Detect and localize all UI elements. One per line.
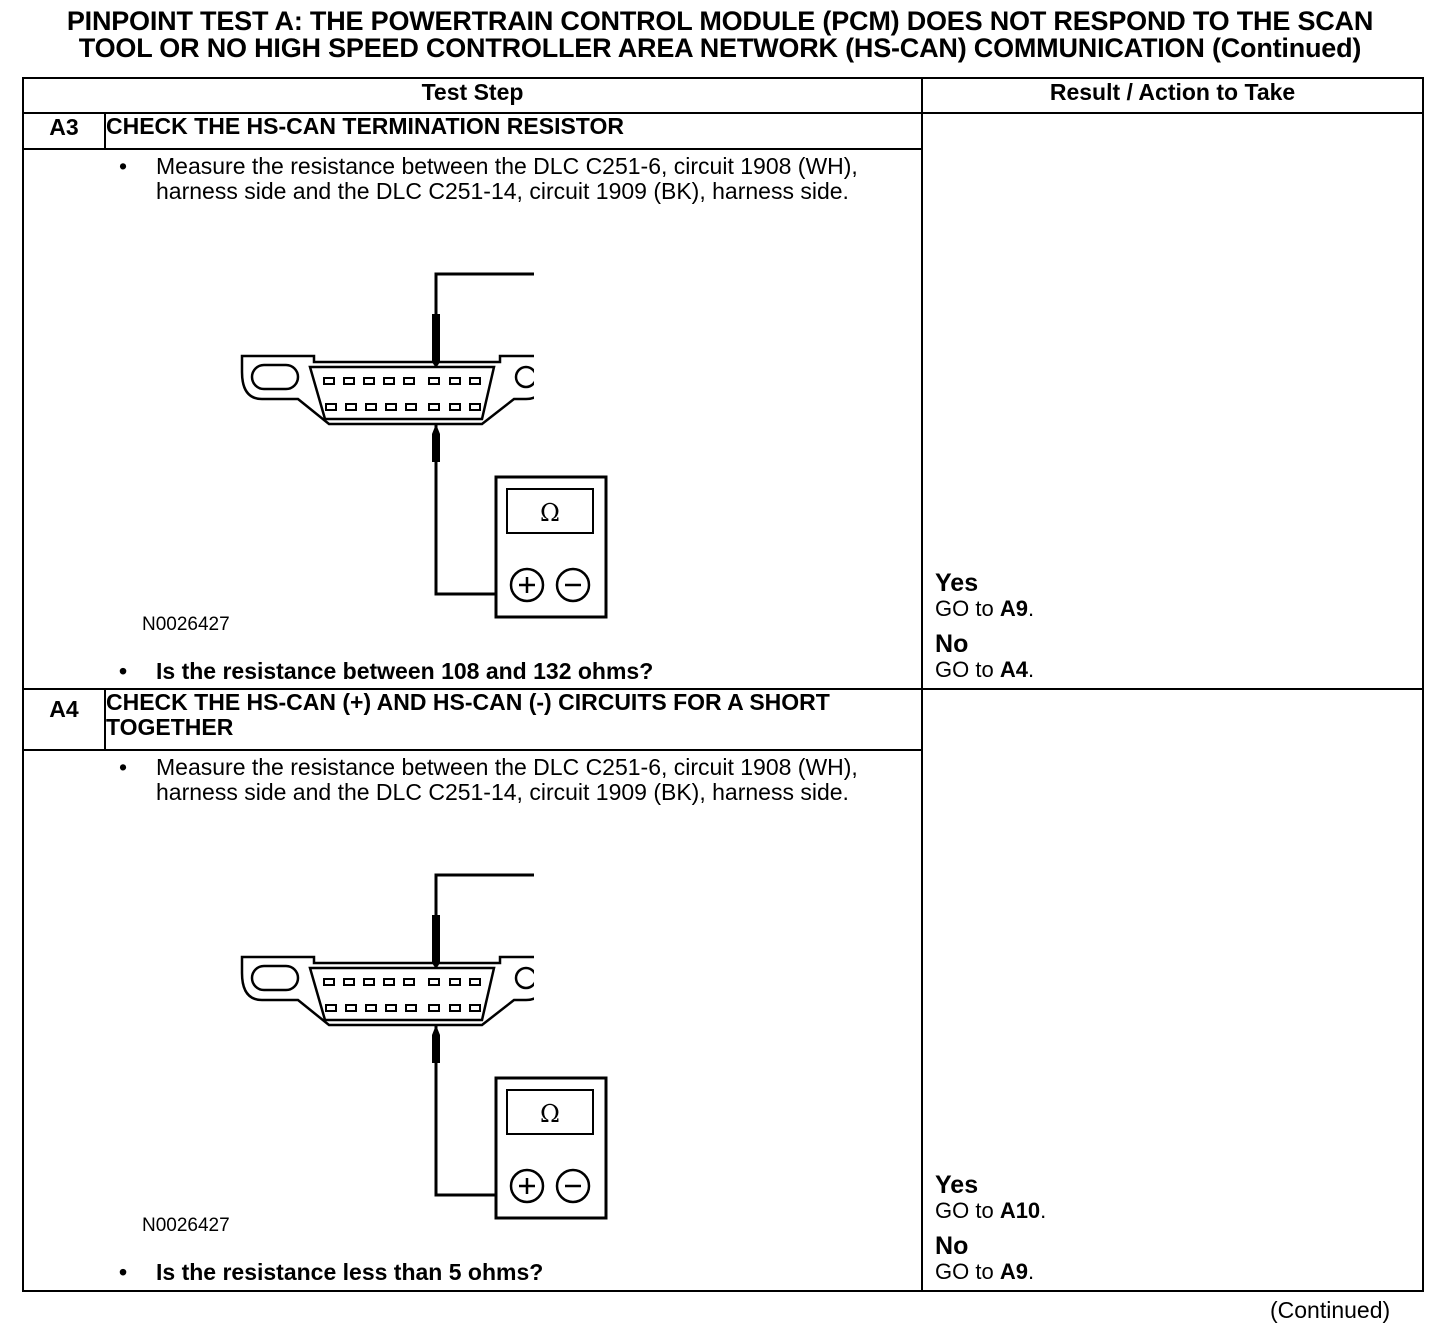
pinpoint-test-table: Test Step Result / Action to Take A3 CHE… [21, 77, 1425, 1292]
no-target-link[interactable]: A4 [999, 657, 1028, 682]
step-a3-heading-row: A3 CHECK THE HS-CAN TERMINATION RESISTOR… [22, 112, 1425, 690]
go-to-text: GO to [935, 1198, 1000, 1223]
title-line-1: PINPOINT TEST A: THE POWERTRAIN CONTROL … [66, 6, 1374, 36]
result-yes: Yes GO to A10. [935, 1172, 1046, 1223]
instruction-text: Measure the resistance between the DLC C… [156, 754, 858, 805]
instruction: •Measure the resistance between the DLC … [119, 153, 858, 204]
step-id: A4 [22, 688, 106, 751]
header-test-step: Test Step [21, 77, 924, 114]
yes-label: Yes [935, 1171, 979, 1199]
go-to-text: GO to [935, 596, 1000, 621]
dlc-ohmmeter-diagram [240, 272, 534, 596]
no-label: No [935, 1232, 969, 1260]
step-a4-body: •Measure the resistance between the DLC … [21, 749, 924, 1292]
question-text: Is the resistance less than 5 ohms? [156, 1259, 544, 1285]
dlc-ohmmeter-diagram [240, 873, 534, 1197]
question: •Is the resistance less than 5 ohms? [119, 1259, 544, 1285]
result-no: No GO to A9. [935, 1233, 1034, 1284]
step-heading: CHECK THE HS-CAN (+) AND HS-CAN (-) CIRC… [103, 688, 924, 751]
continued-note: (Continued) [1270, 1297, 1391, 1323]
go-to-text: GO to [935, 657, 1000, 682]
yes-target-link[interactable]: A10 [999, 1198, 1041, 1223]
no-target-link[interactable]: A9 [999, 1259, 1028, 1284]
ohmmeter-icon: Ω [494, 475, 608, 619]
yes-target-link[interactable]: A9 [999, 596, 1028, 621]
step-a3-body: •Measure the resistance between the DLC … [21, 148, 924, 690]
question: •Is the resistance between 108 and 132 o… [119, 658, 654, 684]
period: . [1027, 1259, 1035, 1284]
step-a3-body-row: •Measure the resistance between the DLC … [21, 148, 1423, 690]
result-no: No GO to A4. [935, 631, 1034, 682]
meter-symbol: Ω [540, 1100, 560, 1128]
step-a3-result: Yes GO to A9. No GO to A4. [921, 112, 1425, 690]
instruction-text: Measure the resistance between the DLC C… [156, 153, 858, 204]
yes-label: Yes [935, 569, 979, 597]
period: . [1027, 596, 1035, 621]
page-title: PINPOINT TEST A: THE POWERTRAIN CONTROL … [0, 8, 1440, 62]
figure-id: N0026427 [142, 614, 230, 635]
header-result: Result / Action to Take [921, 77, 1425, 114]
step-heading: CHECK THE HS-CAN TERMINATION RESISTOR [103, 112, 924, 150]
figure-id: N0026427 [142, 1215, 230, 1236]
ohmmeter-icon: Ω [494, 1076, 608, 1220]
step-a4-heading-row: A4 CHECK THE HS-CAN (+) AND HS-CAN (-) C… [22, 688, 1425, 1292]
instruction: •Measure the resistance between the DLC … [119, 754, 858, 805]
go-to-text: GO to [935, 1259, 1000, 1284]
meter-symbol: Ω [540, 499, 560, 527]
result-yes: Yes GO to A9. [935, 570, 1034, 621]
step-id: A3 [22, 112, 106, 150]
table-header-row: Test Step Result / Action to Take [21, 77, 1425, 114]
step-a4-body-row: •Measure the resistance between the DLC … [21, 749, 1423, 1292]
period: . [1027, 657, 1035, 682]
step-a4-result: Yes GO to A10. No GO to A9. [921, 688, 1425, 1292]
period: . [1040, 1198, 1047, 1223]
title-line-2: TOOL OR NO HIGH SPEED CONTROLLER AREA NE… [78, 33, 1362, 63]
no-label: No [935, 630, 969, 658]
question-text: Is the resistance between 108 and 132 oh… [156, 658, 654, 684]
